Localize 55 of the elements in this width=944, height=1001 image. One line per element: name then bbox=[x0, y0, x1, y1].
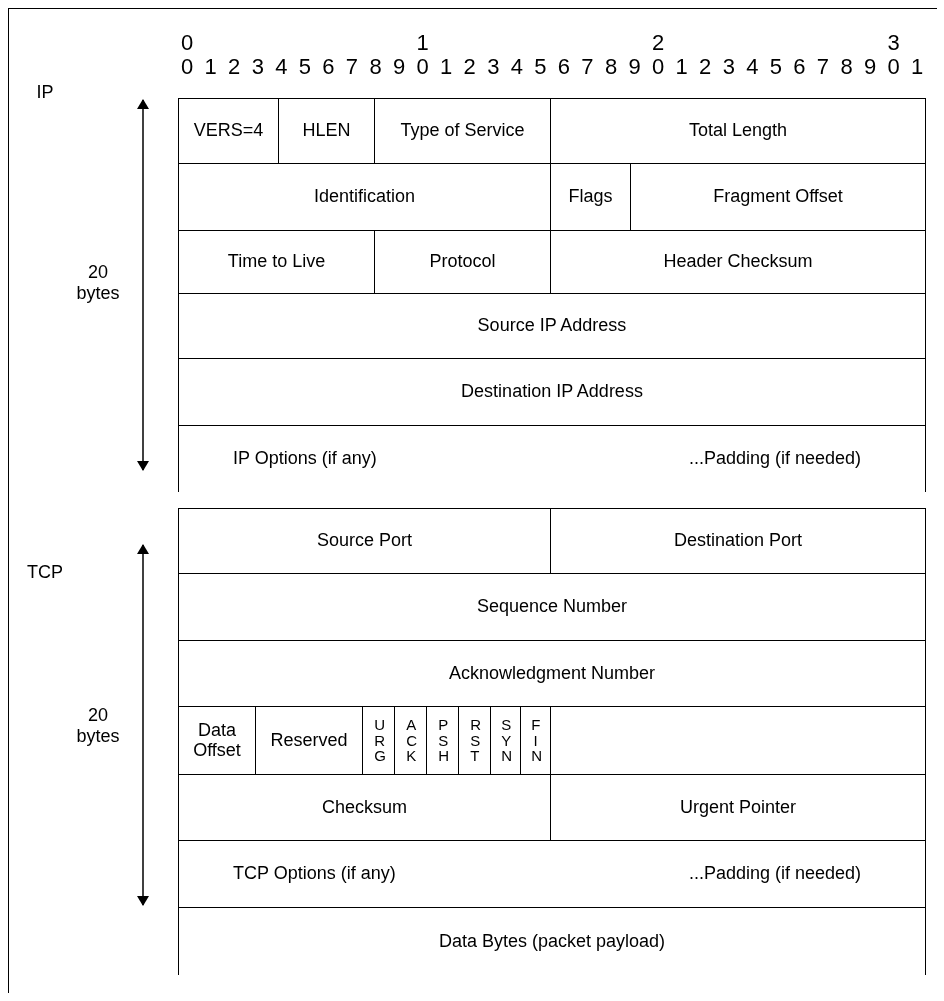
bit-number: 4 bbox=[275, 54, 288, 80]
header-field: Sequence Number bbox=[178, 573, 926, 641]
bit-number: 3 bbox=[722, 54, 735, 80]
bit-number: 0 bbox=[416, 54, 429, 80]
bit-number: 1 bbox=[440, 54, 453, 80]
bit-number: 4 bbox=[510, 54, 523, 80]
bit-tens-digit: 0 bbox=[181, 30, 194, 56]
bit-number: 7 bbox=[816, 54, 830, 80]
bit-tens-digit: 3 bbox=[887, 30, 900, 56]
header-field: Destination IP Address bbox=[178, 358, 926, 426]
bit-number: 7 bbox=[345, 54, 359, 80]
header-field: Destination Port bbox=[550, 508, 926, 574]
bit-number: 2 bbox=[463, 54, 476, 80]
bit-number: 5 bbox=[534, 54, 547, 80]
bit-number: 4 bbox=[746, 54, 759, 80]
header-field: Total Length bbox=[550, 98, 926, 164]
bit-number: 0 bbox=[181, 54, 194, 80]
field-label: TCP Options (if any) bbox=[233, 864, 396, 884]
bit-number: 8 bbox=[840, 54, 853, 80]
header-field: Acknowledgment Number bbox=[178, 640, 926, 707]
bit-number: 1 bbox=[204, 54, 217, 80]
field-label: ...Padding (if needed) bbox=[688, 449, 861, 469]
bit-number: 9 bbox=[392, 54, 406, 80]
field-label: ...Padding (if needed) bbox=[688, 864, 861, 884]
size-label: 20 bytes bbox=[75, 705, 121, 747]
bit-number: 9 bbox=[628, 54, 641, 80]
header-field: Source IP Address bbox=[178, 293, 926, 359]
bit-number: 0 bbox=[652, 54, 665, 80]
bit-tens-digit: 1 bbox=[416, 30, 429, 56]
header-field bbox=[178, 425, 926, 492]
header-field bbox=[178, 840, 926, 908]
bit-number: 5 bbox=[769, 54, 782, 80]
header-field: Data Bytes (packet payload) bbox=[178, 907, 926, 975]
bit-number: 9 bbox=[863, 54, 877, 80]
size-label: 20 bytes bbox=[75, 262, 121, 304]
field-label: IP Options (if any) bbox=[233, 449, 377, 469]
bit-number: 8 bbox=[369, 54, 382, 80]
header-field: Source Port bbox=[178, 508, 551, 574]
bit-number: 1 bbox=[911, 54, 924, 80]
bit-number: 5 bbox=[298, 54, 311, 80]
header-field: VERS=4 bbox=[178, 98, 279, 164]
bit-number: 2 bbox=[228, 54, 241, 80]
layer-label: TCP bbox=[26, 562, 64, 583]
bit-tens-digit: 2 bbox=[652, 30, 665, 56]
bit-number: 7 bbox=[581, 54, 594, 80]
bit-number: 6 bbox=[322, 54, 335, 80]
bit-number: 8 bbox=[604, 54, 618, 80]
layer-label: IP bbox=[35, 82, 55, 103]
bit-number: 2 bbox=[699, 54, 712, 80]
bit-number: 1 bbox=[675, 54, 688, 80]
bit-number: 3 bbox=[487, 54, 500, 80]
bit-number: 0 bbox=[887, 54, 900, 80]
bit-number: 6 bbox=[557, 54, 571, 80]
bit-number: 6 bbox=[793, 54, 806, 80]
bit-number: 3 bbox=[251, 54, 264, 80]
